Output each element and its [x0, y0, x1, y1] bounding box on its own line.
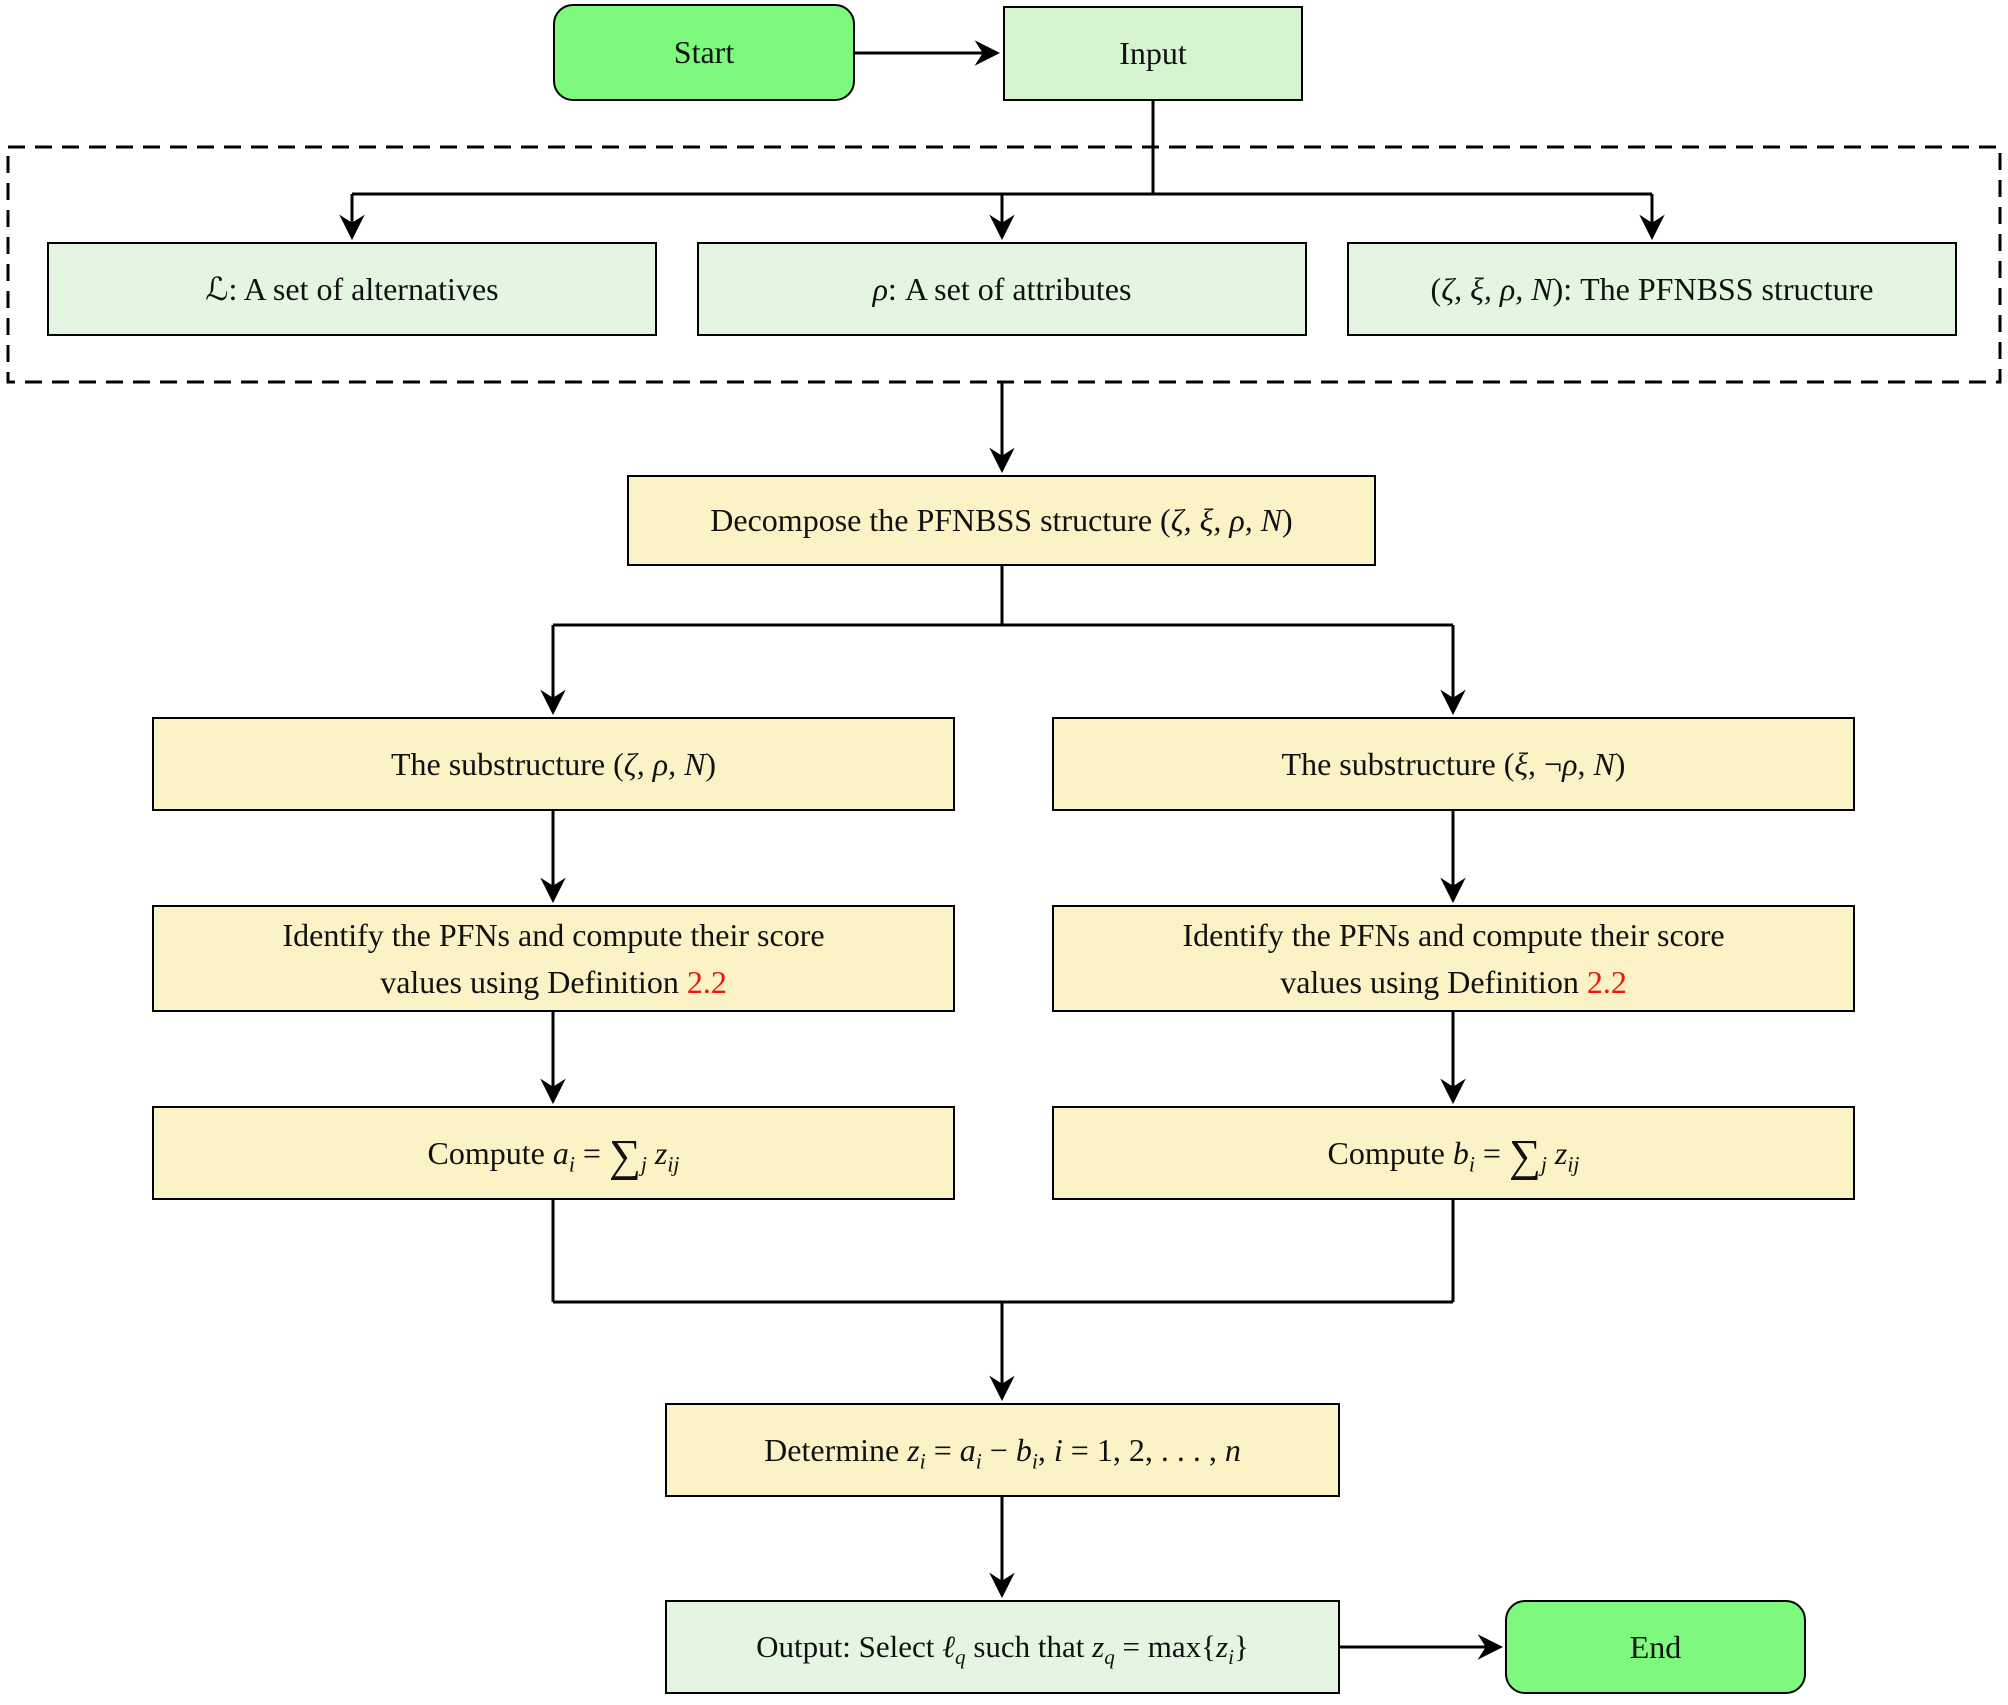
- attributes-box: ρ: A set of attributes: [697, 242, 1307, 336]
- output-box: Output: Select ℓq such that zq = max{zi}: [665, 1600, 1340, 1694]
- pfnbss-structure-box: (ζ, ξ, ρ, N): The PFNBSS structure: [1347, 242, 1957, 336]
- compute-b-box: Compute bi = ∑j zij: [1052, 1106, 1855, 1200]
- start-node: Start: [553, 4, 855, 101]
- end-node: End: [1505, 1600, 1806, 1694]
- substructure-right-box: The substructure (ξ, ¬ρ, N): [1052, 717, 1855, 811]
- determine-box: Determine zi = ai − bi, i = 1, 2, . . . …: [665, 1403, 1340, 1497]
- decompose-box: Decompose the PFNBSS structure (ζ, ξ, ρ,…: [627, 475, 1376, 566]
- identify-left-box: Identify the PFNs and compute their scor…: [152, 905, 955, 1012]
- input-group-dashed-frame: [6, 145, 2002, 384]
- substructure-left-box: The substructure (ζ, ρ, N): [152, 717, 955, 811]
- identify-right-box: Identify the PFNs and compute their scor…: [1052, 905, 1855, 1012]
- input-node: Input: [1003, 6, 1303, 101]
- compute-a-box: Compute ai = ∑j zij: [152, 1106, 955, 1200]
- alternatives-box: ℒ: A set of alternatives: [47, 242, 657, 336]
